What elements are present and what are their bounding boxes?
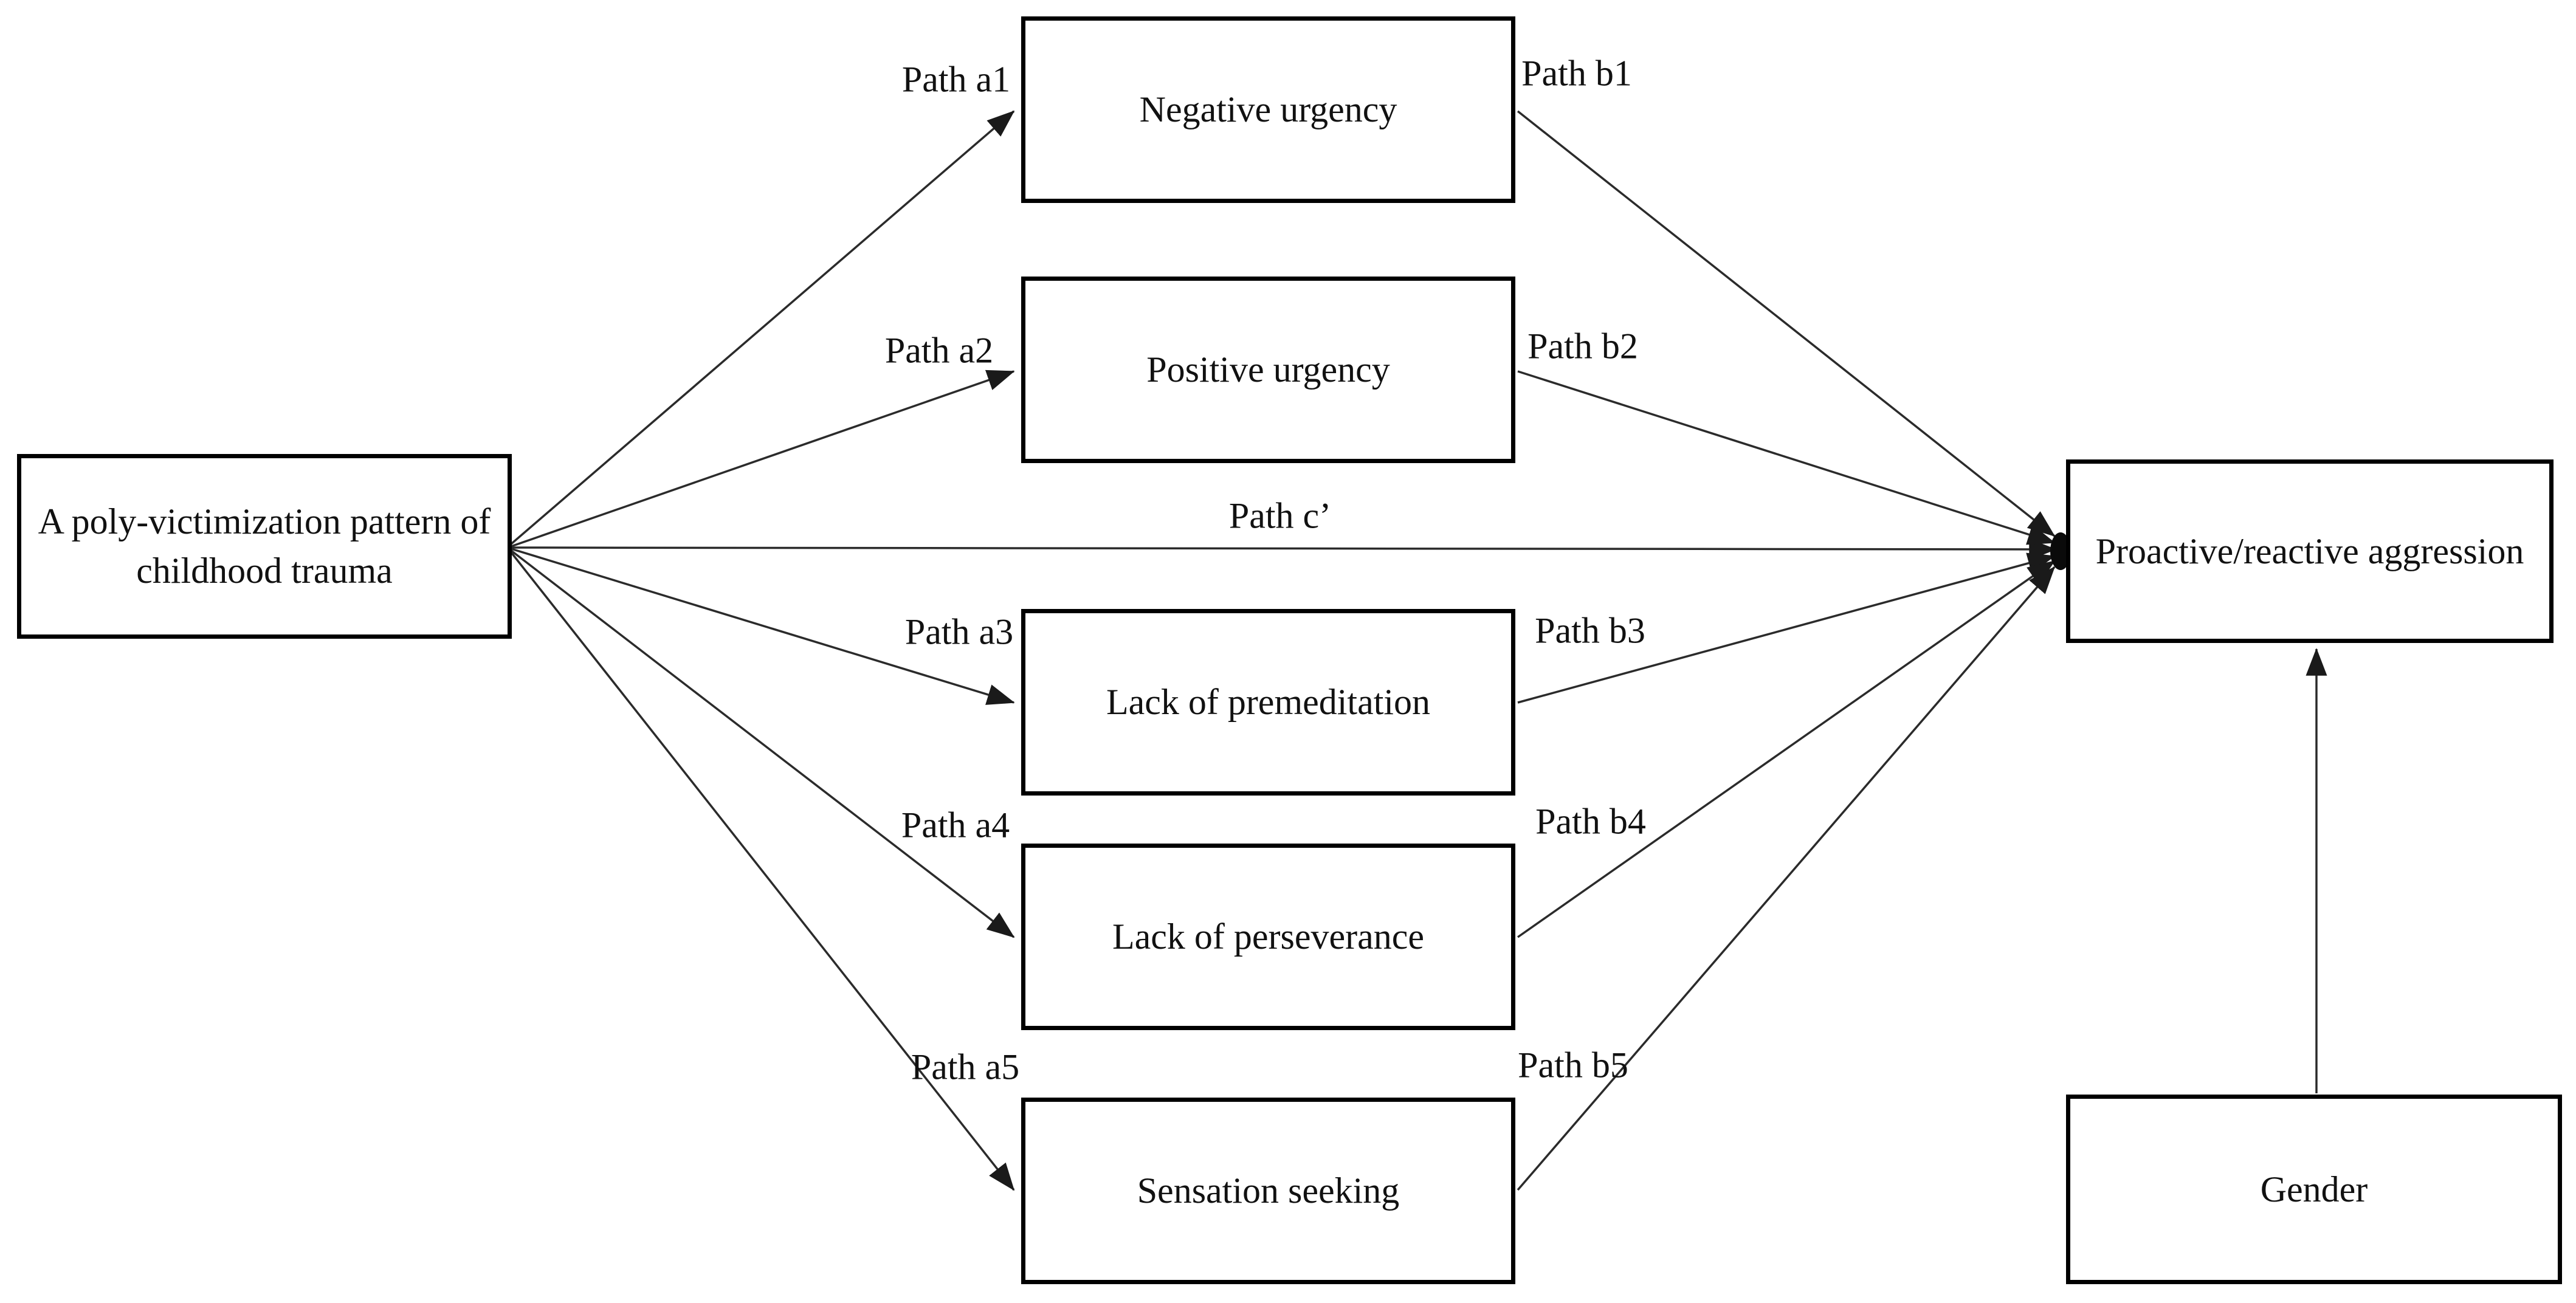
arrow-path-a4	[510, 549, 1015, 938]
label-path-b2: Path b2	[1527, 326, 1638, 366]
label-path-b4: Path b4	[1535, 801, 1646, 842]
arrow-path-b4	[1517, 560, 2056, 938]
arrow-path-b1	[1517, 110, 2056, 537]
label-path-c-prime: Path c’	[1228, 495, 1332, 536]
node-label: A poly-victimization pattern of	[38, 501, 491, 541]
arrow-path-b3	[1517, 552, 2056, 704]
arrowhead-cluster	[2050, 532, 2071, 570]
node-label: childhood trauma	[136, 551, 393, 591]
arrow-path-c-prime	[511, 538, 2057, 560]
node-proactive-reactive-aggression: Proactive/reactive aggression	[2066, 459, 2554, 643]
node-sensation-seeking: Sensation seeking	[1021, 1098, 1515, 1284]
arrow-path-a1	[510, 110, 1015, 545]
node-positive-urgency: Positive urgency	[1021, 277, 1515, 463]
label-path-b3: Path b3	[1535, 610, 1645, 651]
arrow-path-b5	[1517, 566, 2056, 1191]
node-label: Lack of premeditation	[1106, 682, 1431, 722]
label-path-a5: Path a5	[911, 1047, 1020, 1087]
node-label: Negative urgency	[1139, 89, 1397, 129]
node-lack-of-perseverance: Lack of perseverance	[1021, 844, 1515, 1030]
label-path-a2: Path a2	[884, 330, 994, 371]
arrow-path-a3	[511, 548, 1015, 705]
node-label: Proactive/reactive aggression	[2095, 531, 2524, 571]
label-path-a4: Path a4	[901, 805, 1010, 845]
node-lack-of-premeditation: Lack of premeditation	[1021, 609, 1515, 796]
label-path-b5: Path b5	[1518, 1045, 1628, 1085]
arrow-path-a2	[511, 370, 1015, 548]
arrow-path-b2	[1517, 370, 2056, 545]
node-label: Lack of perseverance	[1112, 916, 1424, 957]
label-path-a1: Path a1	[901, 59, 1011, 100]
node-gender: Gender	[2066, 1095, 2562, 1284]
arrow-path-a5	[510, 551, 1015, 1191]
node-label: Positive urgency	[1146, 349, 1390, 390]
node-label: Gender	[2260, 1169, 2368, 1209]
label-path-a3: Path a3	[904, 611, 1014, 652]
node-poly-victimization: A poly-victimization pattern of childhoo…	[17, 454, 512, 639]
node-label: Sensation seeking	[1137, 1171, 1400, 1211]
label-path-b1: Path b1	[1521, 53, 1632, 94]
node-negative-urgency: Negative urgency	[1021, 16, 1515, 203]
